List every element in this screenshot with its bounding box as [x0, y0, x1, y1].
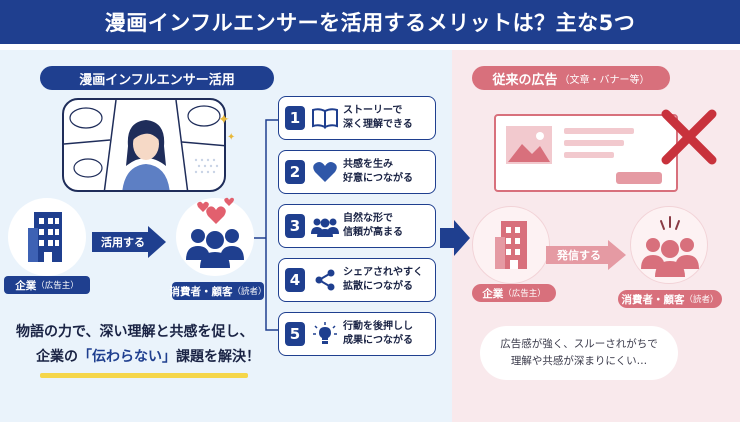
benefit-step-3: 3 自然な形で信頼が高まる [278, 204, 436, 248]
step-text: ストーリーで深く理解できる [343, 105, 413, 130]
use-arrow [92, 226, 166, 258]
company-icon-circle-right [472, 206, 550, 284]
step-text: シェアされやすく拡散につながる [343, 267, 423, 292]
consumers-icon [641, 216, 699, 277]
company-label-right: 企業（広告主） [472, 284, 556, 302]
image-placeholder-icon [506, 126, 662, 184]
consumer-label-right: 消費者・顧客（読者） [618, 290, 722, 308]
transition-arrow [440, 220, 470, 256]
lightbulb-icon [309, 319, 341, 349]
benefit-step-4: 4 シェアされやすく拡散につながる [278, 258, 436, 302]
manga-speech-bubble [62, 98, 226, 192]
manga-character-illustration [64, 100, 224, 190]
company-icon-circle [8, 198, 86, 276]
highlight-underline [40, 373, 248, 378]
heart-icon [309, 157, 341, 187]
benefit-step-2: 2 共感を生み好意につながる [278, 150, 436, 194]
use-arrow-label: 活用する [101, 236, 145, 249]
company-label: 企業（広告主） [4, 276, 90, 294]
step-text: 行動を後押しし成果につながる [343, 321, 413, 346]
step-number: 2 [285, 160, 305, 184]
cross-icon [661, 109, 717, 165]
building-icon [495, 221, 527, 269]
step-number: 4 [285, 268, 305, 292]
share-icon [309, 265, 341, 295]
group-icon [309, 211, 341, 241]
sparkle-icon: ✦ [218, 112, 230, 128]
consumers-icon [186, 229, 244, 268]
hearts-icon [197, 197, 234, 224]
steps-bracket [254, 119, 278, 331]
send-arrow [546, 240, 626, 270]
send-arrow-label: 発信する [557, 249, 601, 262]
benefit-step-5: 5 行動を後押しし成果につながる [278, 312, 436, 356]
left-heading: 漫画インフルエンサー活用 [40, 66, 274, 90]
sparkle-icon: ✦ [227, 132, 236, 143]
consumer-icon-circle-right [630, 206, 708, 284]
page-title: 漫画インフルエンサーを活用するメリットは？主な5つ [0, 0, 740, 44]
consumer-label: 消費者・顧客（読者） [170, 282, 267, 300]
right-heading: 従来の広告（文章・バナー等） [472, 66, 670, 90]
step-number: 1 [285, 106, 305, 130]
banner-ad-illustration [494, 114, 678, 192]
step-text: 共感を生み好意につながる [343, 159, 413, 184]
summary-text: 物語の力で、深い理解と共感を促し、 企業の「伝わらない」課題を解決！ [16, 324, 260, 365]
step-number: 5 [285, 322, 305, 346]
drawback-note: 広告感が強く、スルーされがちで 理解や共感が深まりにくい… [480, 326, 678, 380]
book-icon [309, 103, 341, 133]
building-icon [28, 212, 62, 262]
step-number: 3 [285, 214, 305, 238]
step-text: 自然な形で信頼が高まる [343, 213, 403, 238]
benefit-step-1: 1 ストーリーで深く理解できる [278, 96, 436, 140]
